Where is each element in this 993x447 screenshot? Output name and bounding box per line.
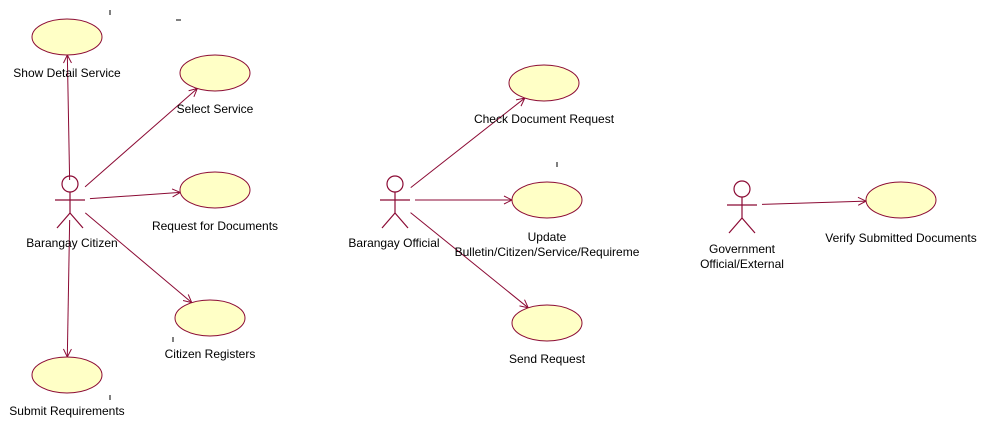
- use-case-ellipse[interactable]: [174, 299, 246, 337]
- association-line: [761, 200, 867, 205]
- use-case-submit-requirements[interactable]: Submit Requirements: [9, 356, 125, 418]
- use-case-label: Submit Requirements: [9, 404, 124, 418]
- use-case-citizen-registers[interactable]: Citizen Registers: [165, 299, 256, 361]
- actor-barangay-official[interactable]: Barangay Official: [348, 175, 440, 250]
- use-case-show-detail-service[interactable]: Show Detail Service: [13, 18, 121, 80]
- use-case-label: Check Document Request: [474, 112, 615, 126]
- use-case-label-line: Bulletin/Citizen/Service/Requireme: [455, 245, 640, 259]
- use-case-label: Verify Submitted Documents: [825, 231, 976, 245]
- use-case-ellipse[interactable]: [179, 54, 251, 92]
- actors: Barangay Citizen Barangay Official Governm…: [26, 175, 784, 271]
- use-case-ellipse[interactable]: [511, 304, 583, 342]
- associations: [62, 53, 868, 359]
- actor-label-line: Government: [709, 242, 776, 256]
- association-line: [89, 191, 181, 200]
- use-case-label-line: Update: [528, 230, 567, 244]
- association-line: [84, 88, 198, 188]
- use-case-send-request[interactable]: Send Request: [509, 304, 586, 366]
- use-case-label: Request for Documents: [152, 219, 278, 233]
- use-case-label: Show Detail Service: [13, 66, 121, 80]
- stray-marks: [109, 10, 558, 400]
- actor-barangay-citizen[interactable]: Barangay Citizen: [26, 175, 118, 250]
- stick-figure-icon: [55, 175, 85, 229]
- use-case-label: Select Service: [177, 102, 254, 116]
- use-case-check-document-request[interactable]: Check Document Request: [474, 64, 615, 126]
- association-barangay-official-update-bulletin: [415, 195, 514, 205]
- use-case-label: Send Request: [509, 352, 586, 366]
- use-case-request-for-documents[interactable]: Request for Documents: [152, 171, 278, 233]
- use-case-select-service[interactable]: Select Service: [177, 54, 254, 116]
- association-line: [66, 54, 71, 181]
- use-case-ellipse[interactable]: [865, 181, 937, 219]
- use-case-ellipse[interactable]: [31, 356, 103, 394]
- actor-label: Barangay Citizen: [26, 236, 117, 250]
- stick-figure-icon: [727, 180, 757, 234]
- use-case-ellipse[interactable]: [511, 181, 583, 219]
- actor-label-line: Official/External: [700, 257, 784, 271]
- association-line: [410, 97, 526, 189]
- use-case-ellipse[interactable]: [179, 171, 251, 209]
- association-barangay-citizen-request-for-documents: [89, 188, 182, 200]
- stick-figure-icon: [380, 175, 410, 229]
- use-case-ellipse[interactable]: [508, 64, 580, 102]
- use-case-label: Citizen Registers: [165, 347, 256, 361]
- use-case-verify-submitted-documents[interactable]: Verify Submitted Documents: [825, 181, 977, 245]
- actor-label: Barangay Official: [348, 236, 439, 250]
- association-line: [84, 212, 193, 304]
- association-barangay-official-send-request: [410, 212, 530, 309]
- association-line: [410, 212, 529, 309]
- association-line: [66, 219, 71, 358]
- use-case-ellipse[interactable]: [31, 18, 103, 56]
- association-government-official-verify-submitted-documents: [761, 196, 868, 206]
